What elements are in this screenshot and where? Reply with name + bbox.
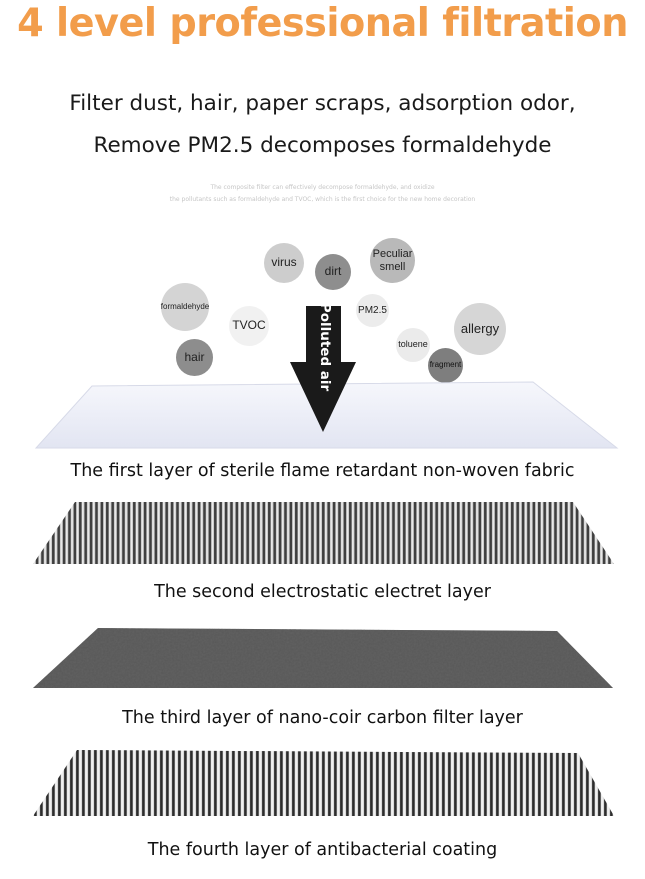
pollutant-label: dirt xyxy=(324,264,342,279)
pollutant-bubble-tvoc: TVOC xyxy=(229,306,269,346)
pollutant-bubble-peculiar-smell: Peculiar smell xyxy=(370,238,415,283)
pollutant-label: Peculiar smell xyxy=(372,248,413,273)
subheading-line-2: Remove PM2.5 decomposes formaldehyde xyxy=(93,133,552,158)
fine-print-line-2: the pollutants such as formaldehyde and … xyxy=(169,196,476,203)
pollutant-label: formaldehyde xyxy=(160,301,210,311)
pollutant-label: TVOC xyxy=(232,318,266,333)
pollutant-bubble-formaldehyde: formaldehyde xyxy=(161,283,209,331)
subheading-line-1: Filter dust, hair, paper scraps, adsorpt… xyxy=(69,91,576,116)
pollutant-label: toluene xyxy=(398,339,428,350)
page-headline: 4 level professional filtration xyxy=(17,1,628,46)
polluted-air-arrow xyxy=(290,306,356,432)
layer-3-label: The third layer of nano-coir carbon filt… xyxy=(122,708,523,728)
pollutant-label: allergy xyxy=(460,320,500,336)
layer-2-label: The second electrostatic electret layer xyxy=(154,582,491,602)
electret-layer xyxy=(33,502,614,564)
carbon-layer xyxy=(33,628,613,688)
pollutant-bubble-fragment: fragment xyxy=(428,348,463,383)
pollutant-label: PM2.5 xyxy=(358,305,387,316)
pollutant-label: fragment xyxy=(429,360,462,370)
pollutant-label: virus xyxy=(271,255,297,270)
fine-print-line-1: The composite filter can effectively dec… xyxy=(210,184,435,191)
pollutant-label: hair xyxy=(184,349,205,364)
layer-4-label: The fourth layer of antibacterial coatin… xyxy=(147,840,498,860)
polluted-air-label: Polluted air xyxy=(317,302,333,392)
pollutant-bubble-allergy: allergy xyxy=(454,303,506,355)
pollutant-bubble-pm25: PM2.5 xyxy=(356,294,389,327)
pollutant-bubble-dirt: dirt xyxy=(315,254,351,290)
pollutant-bubble-toluene: toluene xyxy=(396,328,430,362)
pollutant-bubble-virus: virus xyxy=(264,243,304,283)
antibacterial-layer xyxy=(33,750,614,816)
layer-1-label: The first layer of sterile flame retarda… xyxy=(70,461,575,481)
pollutant-bubble-hair: hair xyxy=(176,339,213,376)
